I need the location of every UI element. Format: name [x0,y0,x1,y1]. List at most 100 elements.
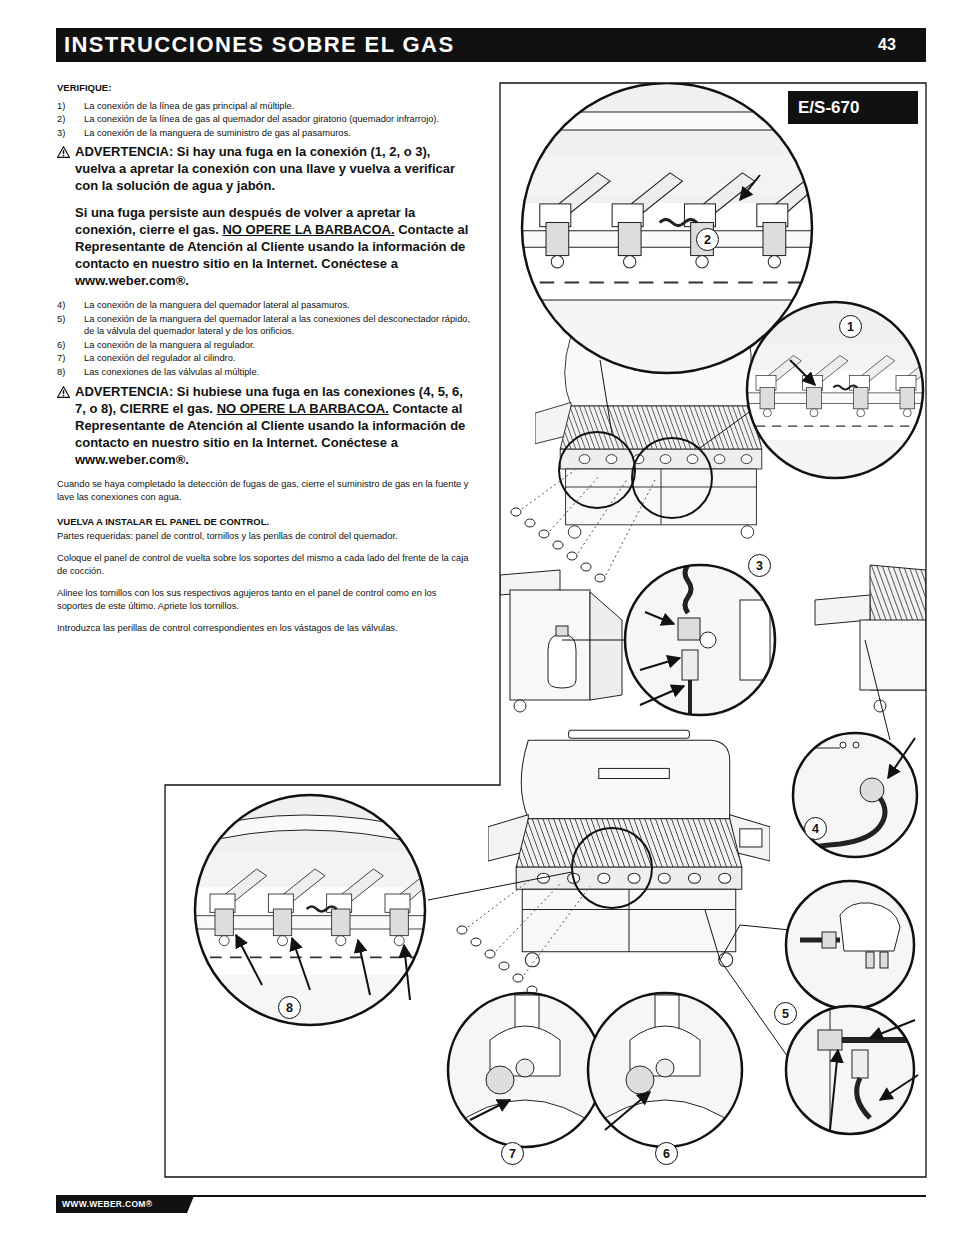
illustration-part [470,1100,510,1120]
illustration-part [740,175,760,200]
item-text: La conexión del regulador al cilindro. [84,352,472,365]
illustration-part [640,612,684,705]
illustration-part [486,1066,514,1094]
illustration-part [195,795,425,1025]
illustration-part [567,552,577,560]
illustration-part [745,440,925,480]
item-text: La conexión de la línea de gas al quemad… [84,113,472,126]
list-item: 5)La conexión de la manguera del quemado… [57,313,472,338]
list-item: 3)La conexión de la manguera de suminist… [57,127,472,140]
illustration-part [640,686,684,705]
illustration-part [705,910,740,960]
warning-paragraph: ADVERTENCIA: Si hay una fuga en la conex… [57,143,472,194]
page-title: INSTRUCCIONES SOBRE EL GAS [64,29,454,61]
illustration-part [865,640,890,740]
illustration-part [800,748,840,749]
illustration-part [522,470,575,509]
illustration-part [457,926,467,934]
callout-text: 7 [509,1147,516,1161]
item-number: 1) [57,100,65,113]
callout-text: 4 [812,822,819,836]
illustration-part [572,828,652,908]
illustration-part [852,1050,868,1078]
illustration-part [656,1059,674,1077]
callout-number: 3 [748,554,771,577]
list-item: 8) Las conexiones de las válvulas al múlt… [57,366,472,379]
illustration-part [880,1075,918,1100]
item-text: Las conexiones de las válvulas al múltip… [84,366,472,379]
illustration-part [195,815,425,845]
list-item: 6)La conexión de la manguera al regulado… [57,339,472,352]
warning-mark [63,395,64,396]
illustration-part [740,300,940,480]
item-number: 7) [57,352,65,365]
illustration-part [499,962,509,970]
paragraph: Coloque el panel de control de vuelta so… [57,552,472,577]
illustration-part [468,880,590,975]
illustration-part [853,742,859,748]
illustration-part [428,872,572,900]
list-item: 1) La conexión de la línea de gas princip… [57,100,472,113]
callout-number: 1 [839,315,862,338]
illustration-part [880,952,888,968]
warning-icon [57,386,70,398]
illustration-part [790,360,815,385]
list-item: 4)La conexión de la manguera del quemado… [57,299,472,312]
warning-paragraph: ADVERTENCIA: Si hubiese una fuga en las … [57,383,472,468]
illustration-part [539,530,549,538]
illustration-part [830,1050,838,1130]
illustration-part [556,626,568,636]
illustration-part [625,565,775,715]
illustration-part [448,993,602,1150]
illustration-part [793,733,917,857]
callout-number: 4 [804,817,827,840]
callout-text: 1 [847,320,854,334]
illustration-part [747,302,923,478]
item-number: 4) [57,299,65,312]
warning-text: NO OPERE LA BARBACOA. [222,222,394,237]
illustration-part [559,432,635,508]
illustration-part [625,565,775,720]
illustration-part [520,300,820,301]
list-item: 2)La conexión de la línea de gas al quem… [57,113,472,126]
page-number: 43 [878,29,896,61]
body-text: Introduzca las perillas de control corre… [57,623,398,633]
item-number: 8) [57,366,65,379]
callout-number: 5 [774,1002,797,1025]
paragraph: Introduzca las perillas de control corre… [57,622,472,635]
illustration-part [682,650,698,680]
item-text: La conexión de la línea de gas principal… [84,100,472,113]
list-item: 7) La conexión del regulador al cilindro. [57,352,472,365]
illustration-part [822,932,836,948]
illustration-part [548,634,576,688]
illustration-part [790,798,885,852]
illustration-part [522,83,812,373]
illustration-part [815,565,926,740]
callout-number: 7 [501,1142,524,1165]
illustration-part [513,974,523,982]
item-number: 5) [57,313,65,326]
illustration-part [786,881,914,1009]
illustration-part [496,884,560,951]
illustration-part [190,795,440,1035]
illustration-part [358,940,370,995]
item-text: La conexión de la manguera de suministro… [84,127,472,140]
illustration-part [793,733,917,857]
warning-mark [63,150,64,154]
illustration-part [685,565,691,613]
illustration-part [404,945,410,1000]
illustration-part [588,993,742,1150]
warning-triangle [58,147,70,158]
illustration-part [292,938,310,990]
illustration-part [786,881,914,1009]
illustration-part [595,574,605,582]
callout-number: 2 [696,228,719,251]
header-bar [56,28,926,62]
body-text: Cuando se haya completado la detección d… [57,479,468,502]
item-text: La conexión de la manguera al regulador. [84,339,472,352]
illustration-part [485,950,495,958]
illustration-part [740,600,770,680]
illustration-part [553,541,563,549]
illustration-part [626,1066,654,1094]
